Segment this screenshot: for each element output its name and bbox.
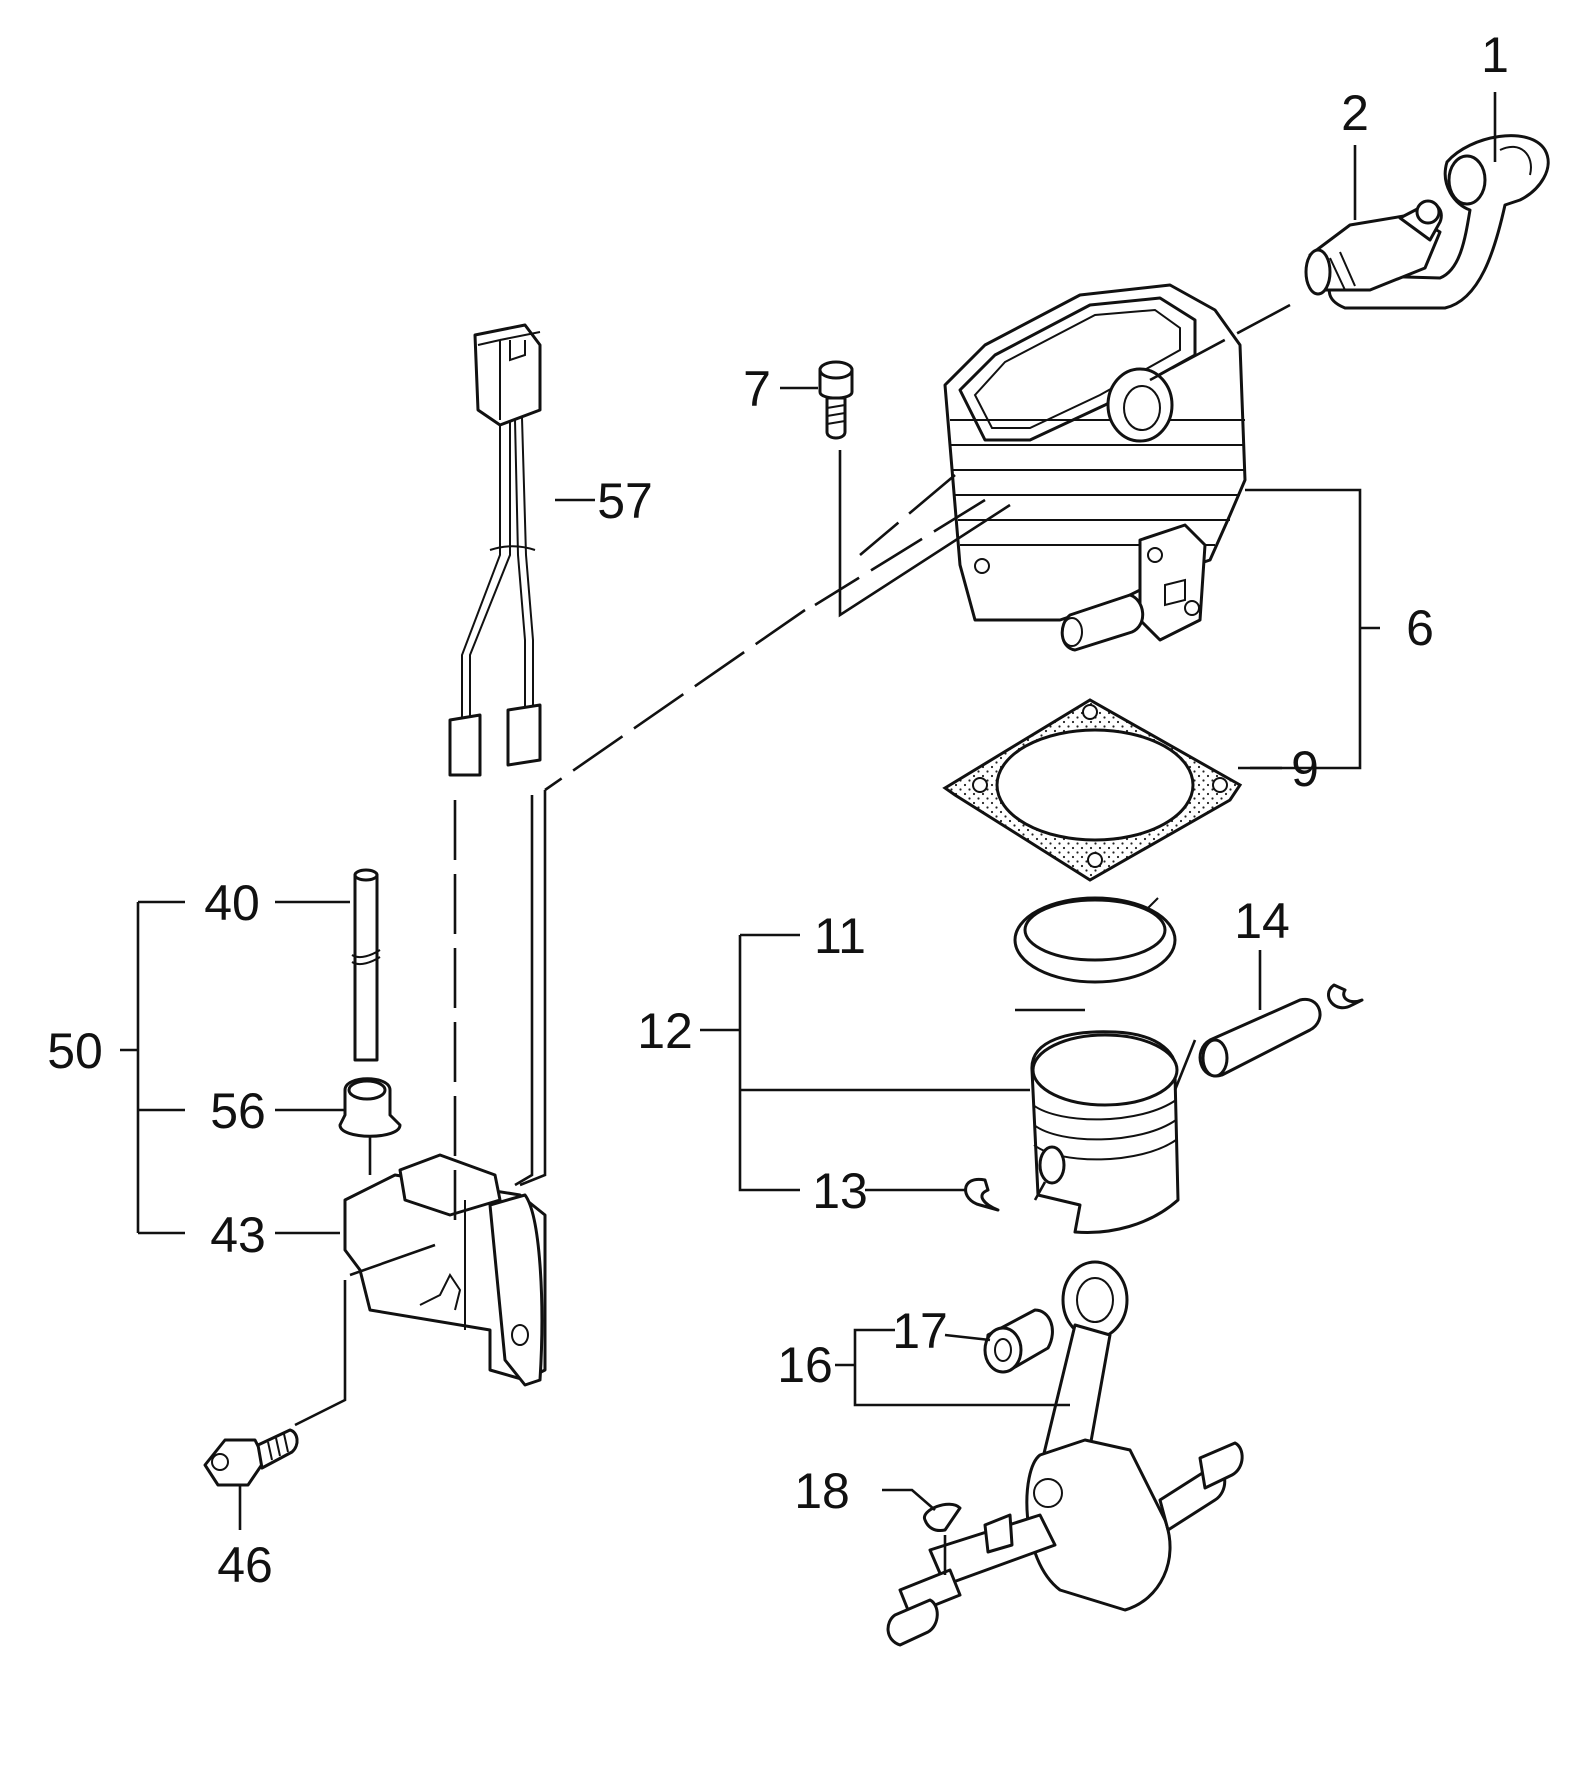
coil-screw-part — [203, 1428, 299, 1487]
ignition-coil-part — [343, 1153, 547, 1387]
callout-7: 7 — [743, 361, 771, 417]
crankshaft-part — [886, 1260, 1244, 1647]
callout-40: 40 — [204, 875, 260, 931]
callout-13: 13 — [812, 1163, 868, 1219]
callout-46: 46 — [217, 1537, 273, 1593]
needle-bearing-part — [983, 1308, 1054, 1374]
callout-14: 14 — [1234, 893, 1290, 949]
callout-11: 11 — [814, 908, 866, 964]
piston-ring-part — [1013, 896, 1177, 984]
woodruff-key-part — [923, 1502, 962, 1532]
callout-17: 17 — [892, 1303, 948, 1359]
cylinder-part — [943, 283, 1247, 652]
cylinder-gasket-part — [942, 698, 1243, 882]
piston-circlip-part — [964, 983, 1364, 1212]
callout-9: 9 — [1291, 741, 1319, 797]
callout-43: 43 — [210, 1207, 266, 1263]
spark-plug-part — [1304, 199, 1443, 296]
callout-57: 57 — [597, 473, 653, 529]
callout-1: 1 — [1481, 27, 1509, 83]
callout-50: 50 — [47, 1023, 103, 1079]
callout-2: 2 — [1341, 85, 1369, 141]
wire-harness-part — [448, 323, 542, 777]
callout-16: 16 — [777, 1337, 833, 1393]
callout-12: 12 — [637, 1003, 693, 1059]
spark-plug-cap-part — [1327, 134, 1550, 310]
grommet-part — [338, 1077, 402, 1138]
callout-labels: 1 2 6 7 9 11 12 13 14 16 17 18 40 43 46 … — [47, 27, 1509, 1593]
callout-leaders — [120, 92, 1497, 1530]
callout-6: 6 — [1406, 600, 1434, 656]
cylinder-bolt-part — [818, 360, 854, 440]
callout-56: 56 — [210, 1083, 266, 1139]
assembly-lines — [294, 303, 1291, 1575]
hose-part — [351, 868, 381, 1062]
callout-18: 18 — [794, 1463, 850, 1519]
piston-part — [1030, 1030, 1180, 1234]
piston-pin-part — [1198, 997, 1322, 1078]
